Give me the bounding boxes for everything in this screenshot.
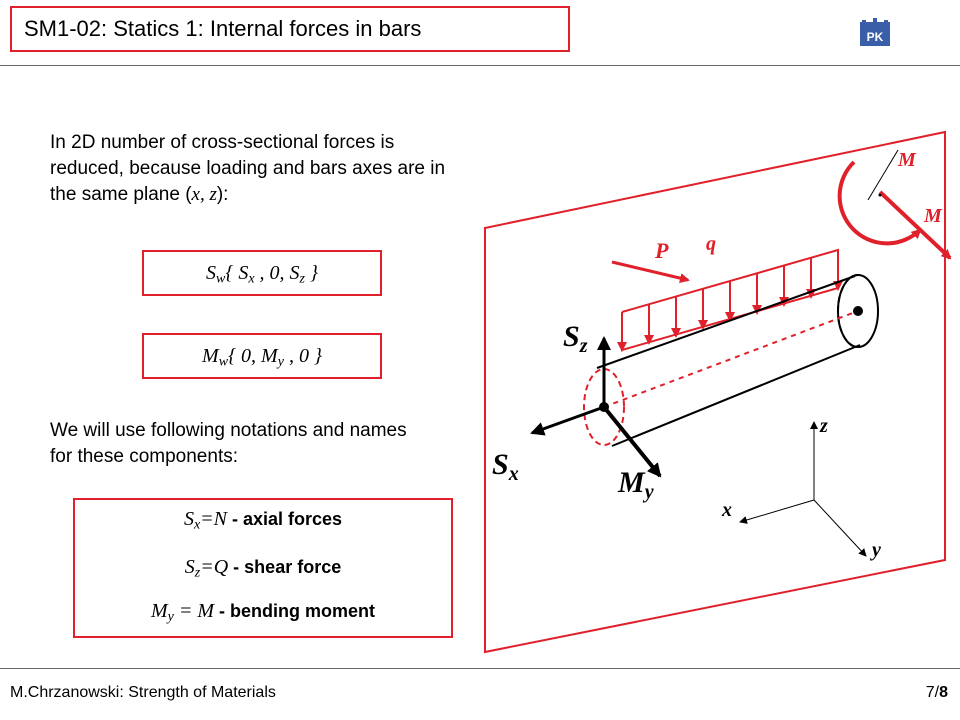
page-title-text: SM1-02: Statics 1: Internal forces in ba… bbox=[24, 16, 422, 41]
force-p-label: P bbox=[654, 238, 669, 263]
moment-label-top: M bbox=[897, 149, 917, 171]
loading-plane bbox=[484, 130, 946, 654]
shear-force-definition: Sz=Q - shear force bbox=[184, 556, 342, 581]
footer-divider bbox=[0, 668, 960, 669]
intro-paragraph: In 2D number of cross-sectional forces i… bbox=[50, 132, 446, 205]
university-logo: PK bbox=[860, 18, 890, 46]
moment-vector-arrow bbox=[878, 190, 952, 260]
component-names-box: Sx=N - axial forces Sz=Q - shear force M… bbox=[73, 498, 453, 638]
header-divider bbox=[0, 65, 960, 66]
force-p-arrow bbox=[611, 260, 690, 284]
page-title: SM1-02: Statics 1: Internal forces in ba… bbox=[10, 6, 570, 52]
logo-text: PK bbox=[867, 30, 884, 44]
moment-axis-line bbox=[867, 149, 899, 201]
bending-moment-definition: My = M - bending moment bbox=[150, 600, 376, 625]
load-q-label: q bbox=[706, 233, 716, 255]
page-number: 7/8 bbox=[925, 684, 948, 701]
sz-label: Sz bbox=[563, 320, 588, 357]
axis-z-label: z bbox=[819, 415, 828, 437]
force-vector-formula: Sw{ Sx , 0, Sz } bbox=[142, 250, 382, 296]
axial-force-sx-arrow bbox=[530, 405, 605, 436]
distributed-load bbox=[617, 248, 843, 352]
coordinate-axes: z x y bbox=[721, 415, 881, 561]
my-label: My bbox=[617, 466, 654, 503]
footer-author: M.Chrzanowski: Strength of Materials bbox=[10, 684, 276, 701]
axis-x-label: x bbox=[721, 499, 732, 521]
moment-arc-icon bbox=[837, 160, 922, 246]
bending-moment-my-arrow bbox=[602, 405, 662, 478]
sx-label: Sx bbox=[492, 448, 519, 485]
moment-label-right: M bbox=[923, 205, 943, 227]
axial-force-definition: Sx=N - axial forces bbox=[183, 508, 343, 533]
axis-y-label: y bbox=[870, 539, 881, 561]
notations-paragraph: We will use following notations and name… bbox=[50, 420, 407, 467]
moment-vector-formula: Mw{ 0, My , 0 } bbox=[142, 333, 382, 379]
